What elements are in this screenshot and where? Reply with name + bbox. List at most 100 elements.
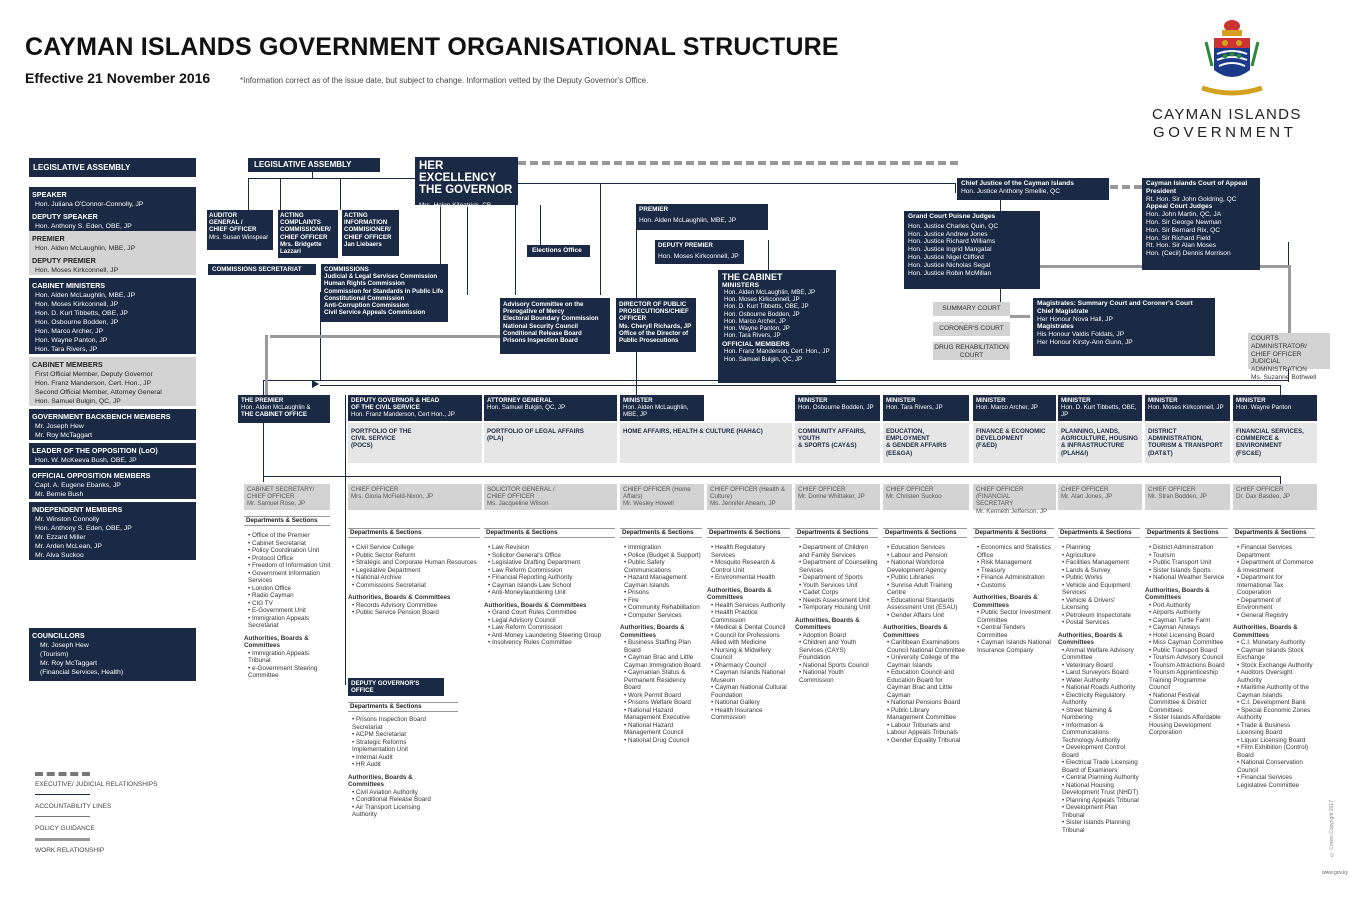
minister-title: MINISTER bbox=[623, 397, 653, 404]
sidebar-heading: SPEAKER bbox=[29, 187, 196, 200]
cabinet-official: Hon. Franz Manderson, Cert. Hon., JP bbox=[724, 348, 830, 356]
councillor-item: (Tourism) bbox=[29, 650, 196, 659]
department-item: • National Weather Service bbox=[1149, 574, 1225, 581]
departments-list: • Planning• Agriculture• Facilities Mana… bbox=[1058, 544, 1140, 834]
cabinet-ministers-heading: MINISTERS bbox=[722, 282, 760, 289]
councillor-item: Mr. Joseph Hew bbox=[29, 641, 196, 650]
board-item: • National Roads Authority bbox=[1062, 684, 1136, 691]
board-item: • Insolvency Rules Committee bbox=[488, 639, 572, 646]
departments-list: • Financial Services Department• Departm… bbox=[1233, 544, 1315, 789]
board-item: • Cayman National Cultural Foundation bbox=[711, 684, 787, 699]
boards-heading: Authorities, Boards & Committees bbox=[620, 624, 685, 639]
department-item: • Sunrise Adult Training Centre bbox=[887, 581, 953, 597]
text-line: ACTING COMPLAINTS bbox=[280, 212, 321, 227]
boards-heading: Authorities, Boards & Committees bbox=[973, 594, 1038, 609]
board-item: • Auditors Oversight Authority bbox=[1237, 669, 1293, 684]
board-item: • Children and Youth Services (CAYS) Fou… bbox=[799, 639, 857, 661]
board-item: • National Sports Council bbox=[799, 661, 869, 669]
text-line: Hon. Sir Richard Field bbox=[1146, 234, 1211, 242]
department-item: • Department of Commerce & Investment bbox=[1237, 559, 1314, 574]
text-line: Electoral Boundary Commission bbox=[503, 315, 599, 323]
sidebar-item: Hon. Anthony S. Eden, OBE, JP bbox=[29, 222, 196, 231]
department-item: • Immigration bbox=[624, 544, 661, 551]
board-item: • e-Government Steering Committee bbox=[248, 664, 318, 680]
board-item: • Development Plan Tribunal bbox=[1062, 804, 1118, 819]
sidebar-item: Hon. Franz Manderson, Cert. Hon., JP bbox=[29, 379, 196, 388]
text-line: DIRECTOR OF PUBLIC bbox=[619, 301, 687, 308]
text-line: Ms. Suzanne Bothwell bbox=[1251, 373, 1317, 381]
board-item: • Cayman Islands National Museum bbox=[711, 669, 785, 684]
text-line: CHIEF OFFICER bbox=[209, 226, 257, 234]
portfolio-line: (PLAH&I) bbox=[1061, 449, 1089, 457]
text-line: President bbox=[1146, 187, 1177, 195]
department-item: • Legislative Drafting Department bbox=[488, 559, 581, 566]
portfolio-box: PLANNING, LANDS,AGRICULTURE, HOUSING& IN… bbox=[1058, 423, 1142, 463]
board-item: • Liquor Licensing Board bbox=[1237, 736, 1306, 744]
cabinet-minister: Hon. D. Kurt Tibbetts, OBE, JP bbox=[724, 303, 809, 311]
minister-name: Hon. Tara Rivers, JP bbox=[886, 404, 943, 412]
departments-list: • Civil Service College• Public Sector R… bbox=[348, 544, 480, 617]
text-line: AUDITOR bbox=[209, 212, 238, 219]
minister-title: MINISTER bbox=[1148, 397, 1178, 404]
board-item: • National Festival Committee & District… bbox=[1149, 691, 1207, 714]
department-item: • CIG TV bbox=[248, 599, 273, 607]
department-item: • Policy Coordination Unit bbox=[248, 547, 320, 554]
board-item: • Public Library Management Committee bbox=[887, 706, 956, 722]
minister-name: Hon. Alden McLaughlin, MBE, JP bbox=[623, 404, 689, 419]
board-item: • C.I. Monetary Authority bbox=[1237, 639, 1305, 646]
text-line: Hon. (Cecil) Dennis Morrison bbox=[1146, 250, 1231, 258]
department-item: • Finance Administration bbox=[977, 574, 1045, 581]
cabinet-minister: Hon. Wayne Panton, JP bbox=[724, 325, 790, 333]
text-line: PROSECUTIONS/CHIEF bbox=[619, 308, 689, 316]
board-item: • Central Tenders Committee bbox=[977, 624, 1026, 639]
department-item: • Strategic Reforms Implementation Unit bbox=[352, 738, 408, 754]
text-line: Hon. Justice Richard Williams bbox=[908, 238, 996, 246]
board-item: • National Drug Council bbox=[624, 736, 690, 744]
board-item: • Maritime Authority of the Cayman Islan… bbox=[1237, 684, 1309, 699]
portfolio-line: HOME AFFAIRS, HEALTH & CULTURE (HAH&C) bbox=[623, 428, 763, 435]
drug-court-box: DRUG REHABILITATION COURT bbox=[933, 342, 1010, 360]
premier-box-top: PREMIER Hon. Alden McLaughlin, MBE, JP bbox=[636, 204, 768, 230]
sidebar-heading: DEPUTY SPEAKER bbox=[29, 209, 196, 222]
department-item: • Vehicle & Drivers' Licensing bbox=[1062, 596, 1116, 612]
department-item: • Freedom of Information Unit bbox=[248, 562, 331, 569]
sidebar-item: Hon. Wayne Panton, JP bbox=[29, 336, 196, 345]
text-line: Public Prosecutions bbox=[619, 337, 679, 345]
portfolio-box: PORTFOLIO OF LEGAL AFFAIRS(PLA) bbox=[484, 423, 617, 463]
board-item: • Cayman Turtle Farm bbox=[1149, 616, 1211, 624]
boards-heading: Authorities, Boards & Committees bbox=[1058, 631, 1123, 647]
cabinet-minister: Hon. Marco Archer, JP bbox=[724, 317, 786, 325]
portfolio-line: & GENDER AFFAIRS bbox=[886, 442, 947, 450]
board-item: • Veterinary Board bbox=[1062, 661, 1113, 669]
text-line: Human Rights Commission bbox=[324, 280, 405, 288]
chief-officer-line: CHIEF OFFICER (Home Affairs) bbox=[623, 486, 691, 501]
magistrates-box: Magistrates: Summary Court and Coroner's… bbox=[1033, 298, 1215, 356]
minister-name: Hon. D. Kurt Tibbetts, OBE, JP bbox=[1061, 404, 1137, 419]
minister-title: MINISTER bbox=[1061, 397, 1091, 404]
sidebar-item: Hon. Anthony S. Eden, OBE, JP bbox=[29, 524, 196, 533]
legislative-assembly-box: LEGISLATIVE ASSEMBLY bbox=[248, 158, 380, 172]
portfolio-line: PLANNING, LANDS, bbox=[1061, 428, 1120, 435]
department-item: • Civil Service College bbox=[352, 544, 414, 551]
department-item: • Health Regulatory Services bbox=[711, 544, 766, 559]
board-item: • Animal Welfare Advisory Committee bbox=[1062, 646, 1134, 662]
departments-heading: Departments & Sections bbox=[795, 528, 878, 538]
boards-heading: Authorities, Boards & Committees bbox=[1233, 624, 1298, 639]
cabinet-official-heading: OFFICIAL MEMBERS bbox=[722, 341, 790, 349]
logo-line2: GOVERNMENT bbox=[1153, 124, 1297, 141]
cabinet-secretary-line: CHIEF OFFICER bbox=[247, 493, 295, 501]
text-line: Rt. Hon. Sir John Goldring, QC bbox=[1146, 195, 1237, 203]
department-item: • Public Works bbox=[1062, 574, 1103, 581]
board-item: • Cayman Airways bbox=[1149, 624, 1200, 631]
board-item: • Air Transport Licensing Authority bbox=[352, 803, 421, 819]
cabinet-official: Hon. Samuel Bulgin, QC, JP bbox=[724, 355, 803, 363]
